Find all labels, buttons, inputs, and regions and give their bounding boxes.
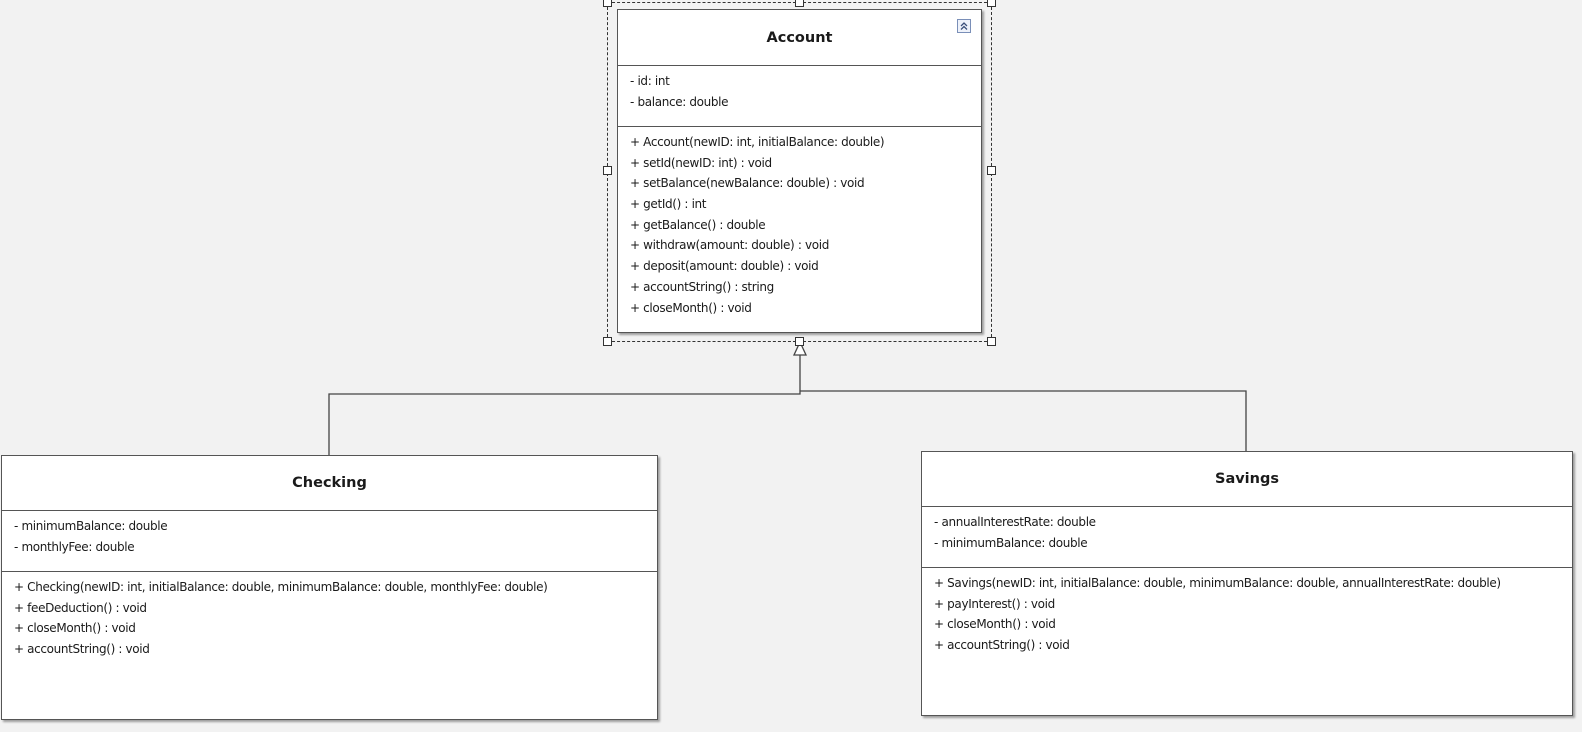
attribute: - monthlyFee: double [14, 539, 135, 554]
class-account[interactable]: Account - id: int - balance: double + Ac… [617, 9, 982, 333]
operation: + getId() : int [630, 197, 707, 212]
operation: + setBalance(newBalance: double) : void [630, 176, 865, 191]
resize-handle-e[interactable] [987, 166, 996, 175]
chevron-double-up-icon [960, 22, 968, 30]
resize-handle-s[interactable] [795, 337, 804, 346]
attribute: - minimumBalance: double [14, 519, 168, 533]
operations-section: + Savings(newID: int, initialBalance: do… [922, 568, 1572, 656]
attributes-section: - id: int - balance: double [618, 66, 981, 127]
operation: + closeMonth() : void [934, 617, 1056, 632]
resize-handle-n[interactable] [795, 0, 804, 7]
attribute: - annualInterestRate: double [934, 515, 1096, 529]
resize-handle-sw[interactable] [603, 337, 612, 346]
operation: + Checking(newID: int, initialBalance: d… [14, 580, 548, 594]
attribute: - minimumBalance: double [934, 535, 1088, 550]
class-name-text: Savings [1215, 471, 1279, 487]
resize-handle-ne[interactable] [987, 0, 996, 7]
class-checking[interactable]: Checking - minimumBalance: double - mont… [1, 455, 658, 720]
operation: + closeMonth() : void [630, 300, 752, 315]
operations-section: + Account(newID: int, initialBalance: do… [618, 127, 981, 318]
operation: + setId(newID: int) : void [630, 155, 772, 170]
operation: + accountString() : string [630, 279, 774, 294]
class-name-text: Checking [292, 475, 367, 491]
attributes-section: - annualInterestRate: double - minimumBa… [922, 507, 1572, 568]
operation: + feeDeduction() : void [14, 600, 147, 615]
class-name: Savings [922, 452, 1572, 507]
operation: + getBalance() : double [630, 217, 766, 232]
selection-frame [607, 2, 992, 342]
operation: + Savings(newID: int, initialBalance: do… [934, 576, 1501, 590]
savings-inheritance-line[interactable] [800, 390, 1247, 451]
operation: + Account(newID: int, initialBalance: do… [630, 135, 885, 149]
resize-handle-w[interactable] [603, 166, 612, 175]
checking-inheritance-line[interactable] [328, 355, 801, 455]
operation: + accountString() : void [14, 642, 150, 657]
resize-handle-se[interactable] [987, 337, 996, 346]
operations-section: + Checking(newID: int, initialBalance: d… [2, 572, 657, 660]
operation: + accountString() : void [934, 638, 1070, 653]
attribute: - balance: double [630, 94, 729, 109]
class-name-text: Account [766, 29, 833, 46]
operation: + deposit(amount: double) : void [630, 259, 819, 274]
collapse-icon[interactable] [957, 19, 971, 33]
operation: + payInterest() : void [934, 596, 1055, 611]
resize-handle-nw[interactable] [603, 0, 612, 7]
attributes-section: - minimumBalance: double - monthlyFee: d… [2, 511, 657, 572]
operation: + withdraw(amount: double) : void [630, 238, 829, 253]
operation: + closeMonth() : void [14, 621, 136, 636]
class-name: Account [618, 10, 981, 66]
attribute: - id: int [630, 74, 670, 88]
class-savings[interactable]: Savings - annualInterestRate: double - m… [921, 451, 1573, 716]
class-name: Checking [2, 456, 657, 511]
generalization-arrowhead [792, 340, 808, 356]
